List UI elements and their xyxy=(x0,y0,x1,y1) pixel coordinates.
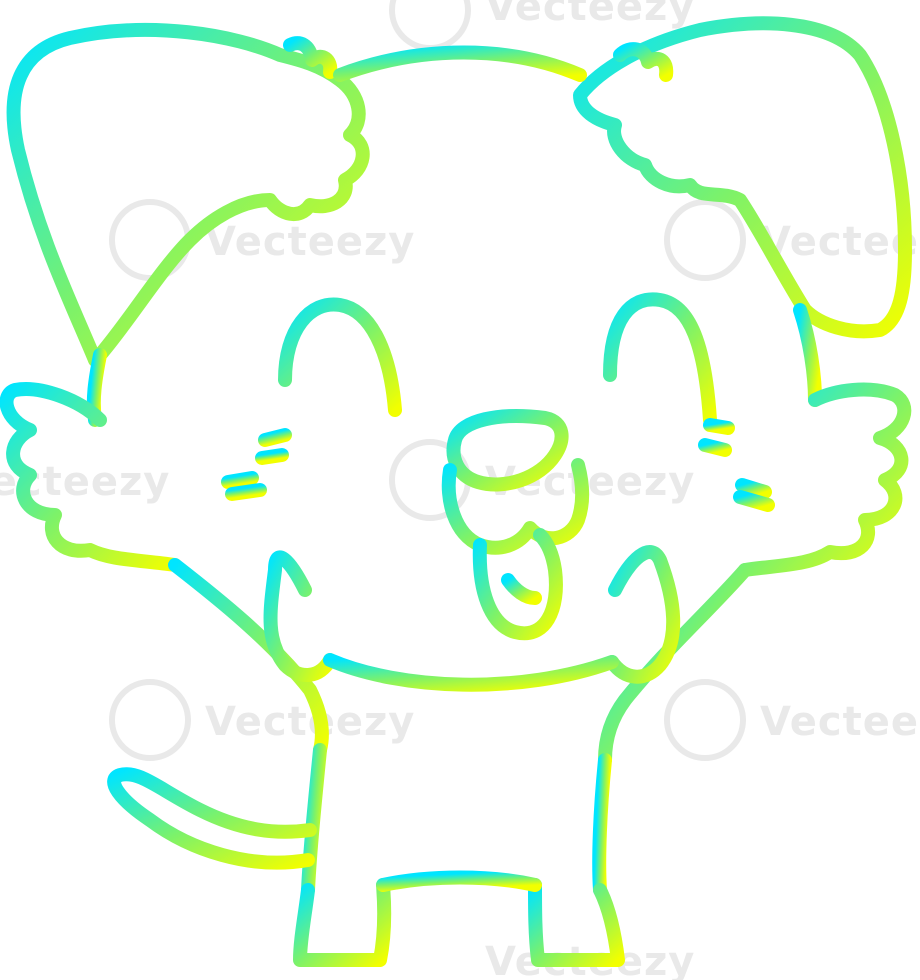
tongue-line xyxy=(501,573,542,605)
right-cheek-mark xyxy=(703,418,735,435)
body-right xyxy=(592,753,612,897)
right-hand xyxy=(605,545,681,684)
watermark-text: Vecteezy xyxy=(205,219,415,265)
left-cheek-mark xyxy=(225,483,267,501)
left-ear xyxy=(6,22,370,367)
right-cheek-mark xyxy=(733,490,775,512)
right-cheek-mark xyxy=(735,478,772,499)
right-cheek-fur xyxy=(738,382,912,577)
right-eye xyxy=(603,292,717,427)
head-top xyxy=(333,45,587,82)
left-cheek-mark xyxy=(255,448,289,465)
watermark-text: Vecteezy xyxy=(760,699,920,745)
left-cheek-mark xyxy=(221,471,259,489)
left-hand xyxy=(263,550,337,682)
right-cheek-mark xyxy=(698,438,732,457)
left-leg xyxy=(293,878,392,967)
nose xyxy=(446,409,569,492)
right-arm xyxy=(598,563,752,767)
head-right-side xyxy=(793,303,822,407)
crotch xyxy=(376,870,542,892)
mouth xyxy=(441,458,590,555)
left-ear-fold xyxy=(283,36,338,79)
watermark-text: Vecteezy xyxy=(485,0,695,30)
body-left xyxy=(301,743,327,897)
tail xyxy=(107,767,317,870)
dog-line-art xyxy=(0,16,912,967)
right-ear-fold xyxy=(613,42,674,82)
left-cheek-mark xyxy=(258,428,292,447)
chin xyxy=(323,653,619,692)
left-cheek-fur xyxy=(0,382,182,572)
mouth-inner xyxy=(472,528,563,641)
watermark-text: Vecteezy xyxy=(760,219,920,265)
left-eye xyxy=(278,297,402,417)
watermark-logo xyxy=(109,0,746,761)
right-ear xyxy=(573,16,912,339)
right-leg xyxy=(528,878,625,967)
